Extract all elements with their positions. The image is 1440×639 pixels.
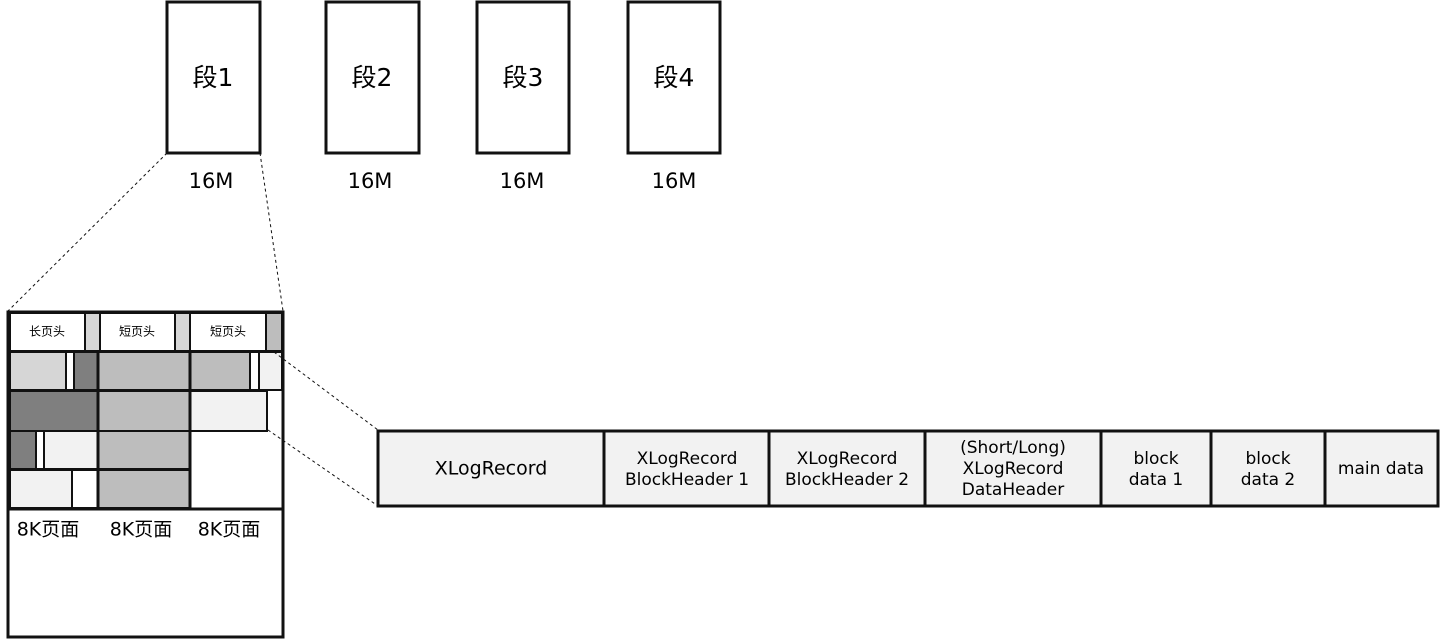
- record-fragment: [97, 390, 191, 432]
- segment-4-label: 段4: [654, 63, 695, 92]
- long-page-header-label: 长页头: [29, 325, 65, 339]
- zoom-line-right: [259, 152, 284, 312]
- record-zoom-line-top: [273, 351, 379, 431]
- record-fragment: [9, 430, 37, 470]
- main-data-cell: main data: [1338, 459, 1424, 479]
- record-fragment: [189, 390, 268, 432]
- segment-4-size: 16M: [652, 169, 697, 193]
- header-filler-3: [265, 312, 283, 352]
- block-data-2-line-2: data 2: [1241, 470, 1296, 490]
- block-header-2-line-1: XLogRecord: [797, 449, 898, 469]
- page-label-1: 8K页面: [17, 519, 80, 541]
- segment-3: 段3: [475, 0, 571, 155]
- segment-pages-box: 长页头 短页头 短页头 8K页面 8K页面: [6, 310, 285, 639]
- record-gap: [65, 351, 75, 391]
- record-gap: [249, 351, 260, 391]
- short-page-header-2: [189, 312, 267, 352]
- segment-3-size: 16M: [500, 169, 545, 193]
- record-fragment: [97, 351, 191, 391]
- record-zoom-line-bottom: [267, 429, 379, 507]
- block-header-1-line-1: XLogRecord: [637, 449, 738, 469]
- record-gap: [35, 430, 45, 470]
- block-data-1-line-1: block: [1133, 449, 1178, 469]
- segment-4: 段4: [626, 0, 722, 155]
- data-header-line-1: (Short/Long): [960, 438, 1066, 458]
- record-fragment: [258, 351, 283, 391]
- segment-2: 段2: [324, 0, 421, 155]
- header-filler-2: [174, 312, 191, 352]
- record-fragment: [9, 469, 73, 509]
- xlog-record-structure: XLogRecord XLogRecord BlockHeader 1 XLog…: [376, 429, 1440, 508]
- data-header-line-2: XLogRecord: [963, 459, 1064, 479]
- segment-1-size: 16M: [189, 169, 234, 193]
- xlogrecord-cell: XLogRecord: [435, 458, 548, 480]
- segment-2-label: 段2: [352, 63, 393, 92]
- zoom-line-left: [7, 152, 168, 312]
- long-page-header: [9, 312, 86, 352]
- page-label-2: 8K页面: [110, 519, 173, 541]
- data-header-line-3: DataHeader: [962, 480, 1065, 500]
- record-fragment: [189, 351, 251, 391]
- record-fragment: [97, 469, 191, 509]
- record-fragment: [9, 390, 99, 432]
- segment-1-label: 段1: [193, 63, 234, 92]
- record-fragment: [97, 430, 191, 470]
- record-gap: [71, 469, 99, 509]
- block-header-2-line-2: BlockHeader 2: [785, 470, 909, 490]
- short-page-header-2-label: 短页头: [210, 325, 246, 339]
- short-page-header-1-label: 短页头: [119, 325, 155, 339]
- block-data-1-line-2: data 1: [1129, 470, 1184, 490]
- page-label-3: 8K页面: [198, 519, 261, 541]
- segment-3-label: 段3: [503, 63, 544, 92]
- segment-2-size: 16M: [348, 169, 393, 193]
- record-fragment: [43, 430, 99, 470]
- header-filler-1: [84, 312, 101, 352]
- segment-1: 段1: [165, 0, 262, 155]
- block-data-2-line-1: block: [1245, 449, 1290, 469]
- record-fragment: [73, 351, 99, 391]
- record-fragment: [9, 351, 67, 391]
- block-header-1-line-2: BlockHeader 1: [625, 470, 749, 490]
